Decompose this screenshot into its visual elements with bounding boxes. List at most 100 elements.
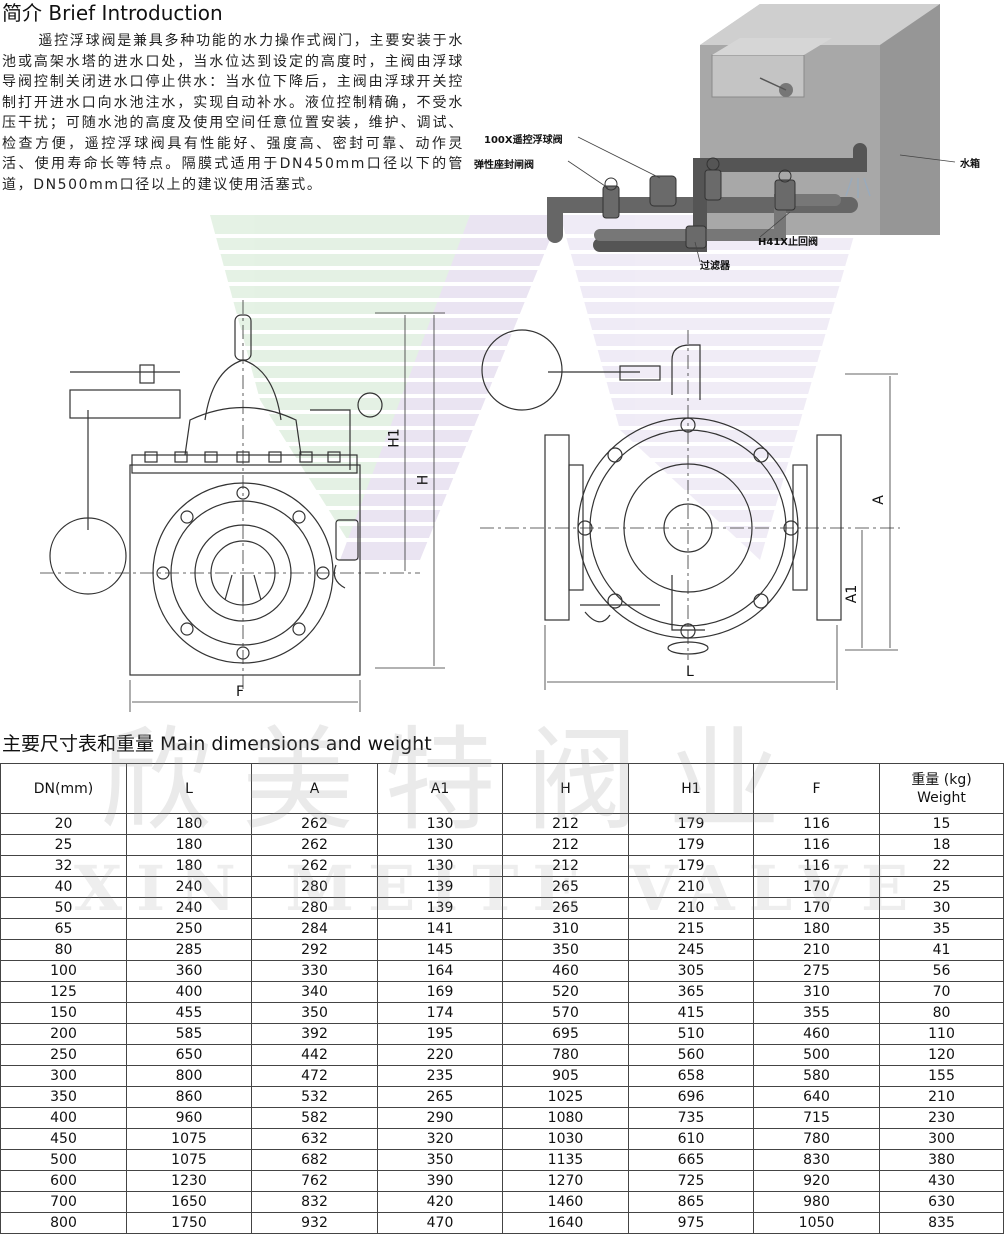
technical-drawings <box>40 300 900 712</box>
label-remote-float-valve: 100X遥控浮球阀 <box>484 135 563 146</box>
table-cell: 630 <box>879 1191 1004 1213</box>
table-cell: 179 <box>628 813 754 835</box>
table-header-cell: F <box>753 763 880 814</box>
table-header-cell: L <box>126 763 252 814</box>
table-cell: 350 <box>377 1149 503 1171</box>
table-cell: 350 <box>502 939 629 961</box>
table-cell: 415 <box>628 1002 754 1024</box>
table-cell: 180 <box>753 918 880 940</box>
table-cell: 500 <box>0 1149 127 1171</box>
table-cell: 1075 <box>126 1128 252 1150</box>
intro-heading: 简介 Brief Introduction <box>2 1 223 25</box>
table-cell: 920 <box>753 1170 880 1192</box>
table-cell: 130 <box>377 834 503 856</box>
table-cell: 420 <box>377 1191 503 1213</box>
table-cell: 250 <box>126 918 252 940</box>
table-cell: 1135 <box>502 1149 629 1171</box>
table-cell: 275 <box>753 960 880 982</box>
table-header-cell: A <box>251 763 378 814</box>
background-logo-stripes <box>210 215 860 560</box>
table-cell: 780 <box>753 1128 880 1150</box>
table-cell: 762 <box>251 1170 378 1192</box>
table-cell: 450 <box>0 1128 127 1150</box>
table-cell: 350 <box>251 1002 378 1024</box>
table-cell: 380 <box>879 1149 1004 1171</box>
table-cell: 430 <box>879 1170 1004 1192</box>
table-cell: 22 <box>879 855 1004 877</box>
table-cell: 610 <box>628 1128 754 1150</box>
dim-label-l: L <box>686 664 694 680</box>
label-filter: 过滤器 <box>700 261 730 272</box>
table-cell: 210 <box>879 1086 1004 1108</box>
table-cell: 20 <box>0 813 127 835</box>
table-cell: 80 <box>0 939 127 961</box>
table-cell: 170 <box>753 876 880 898</box>
table-cell: 365 <box>628 981 754 1003</box>
dim-label-h1: H1 <box>386 428 403 448</box>
table-cell: 390 <box>377 1170 503 1192</box>
table-cell: 442 <box>251 1044 378 1066</box>
table-cell: 240 <box>126 876 252 898</box>
table-cell: 780 <box>502 1044 629 1066</box>
table-cell: 180 <box>126 855 252 877</box>
table-cell: 30 <box>879 897 1004 919</box>
table-cell: 116 <box>753 834 880 856</box>
table-cell: 125 <box>0 981 127 1003</box>
table-cell: 700 <box>0 1191 127 1213</box>
table-cell: 180 <box>126 813 252 835</box>
table-cell: 139 <box>377 897 503 919</box>
table-cell: 650 <box>126 1044 252 1066</box>
table-cell: 100 <box>0 960 127 982</box>
dim-label-f: F <box>236 684 245 700</box>
table-cell: 50 <box>0 897 127 919</box>
table-cell: 18 <box>879 834 1004 856</box>
table-cell: 1750 <box>126 1212 252 1234</box>
table-cell: 392 <box>251 1023 378 1045</box>
table-cell: 960 <box>126 1107 252 1129</box>
table-cell: 640 <box>753 1086 880 1108</box>
table-header-cell: H <box>502 763 629 814</box>
table-cell: 400 <box>126 981 252 1003</box>
table-cell: 210 <box>753 939 880 961</box>
table-cell: 145 <box>377 939 503 961</box>
table-cell: 265 <box>377 1086 503 1108</box>
table-cell: 120 <box>879 1044 1004 1066</box>
table-cell: 350 <box>0 1086 127 1108</box>
table-cell: 980 <box>753 1191 880 1213</box>
table-cell: 220 <box>377 1044 503 1066</box>
table-cell: 139 <box>377 876 503 898</box>
table-cell: 210 <box>628 897 754 919</box>
table-cell: 25 <box>879 876 1004 898</box>
table-cell: 70 <box>879 981 1004 1003</box>
table-cell: 520 <box>502 981 629 1003</box>
table-cell: 235 <box>377 1065 503 1087</box>
table-header-cell: 重量 (kg)Weight <box>879 763 1004 814</box>
table-cell: 280 <box>251 897 378 919</box>
table-cell: 212 <box>502 813 629 835</box>
table-cell: 510 <box>628 1023 754 1045</box>
table-cell: 290 <box>377 1107 503 1129</box>
table-cell: 600 <box>0 1170 127 1192</box>
table-cell: 310 <box>753 981 880 1003</box>
table-cell: 169 <box>377 981 503 1003</box>
table-cell: 632 <box>251 1128 378 1150</box>
table-cell: 460 <box>753 1023 880 1045</box>
table-cell: 215 <box>628 918 754 940</box>
table-cell: 262 <box>251 834 378 856</box>
table-cell: 585 <box>126 1023 252 1045</box>
table-cell: 696 <box>628 1086 754 1108</box>
dim-label-a1: A1 <box>844 584 861 604</box>
table-cell: 200 <box>0 1023 127 1045</box>
